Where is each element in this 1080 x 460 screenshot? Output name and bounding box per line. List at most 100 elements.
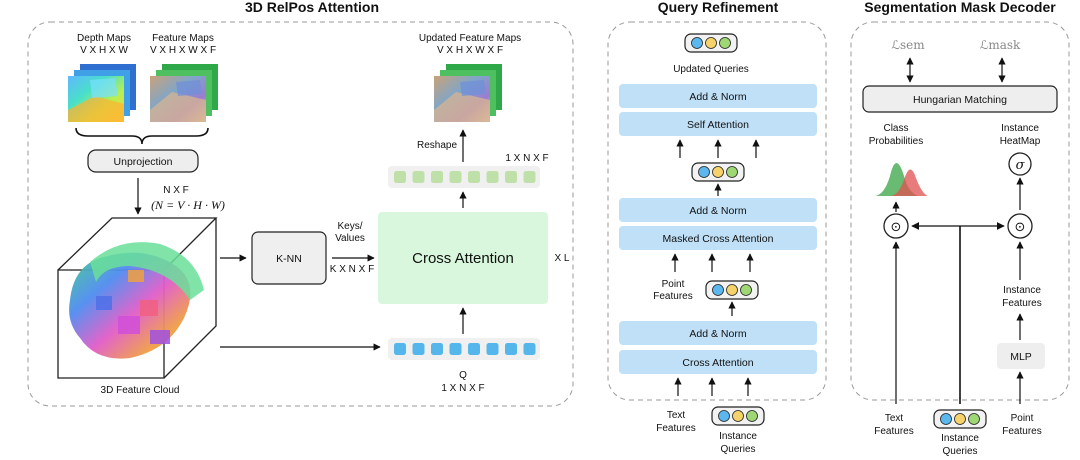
updated-queries-label: Updated Queries: [673, 64, 749, 75]
class-prob-label-2: Probabilities: [869, 136, 923, 147]
mlp-label: MLP: [1010, 351, 1032, 363]
updated-maps-dims: V X H X W X F: [437, 45, 503, 56]
feature-cloud-label: 3D Feature Cloud: [101, 385, 180, 396]
class-prob-label-1: Class: [883, 123, 908, 134]
point-features-label-2: Features: [653, 291, 692, 302]
updated-token: [449, 171, 462, 183]
sigma-node: [1008, 152, 1032, 176]
dot-right-symbol: ⊙: [1015, 220, 1026, 235]
updated-token: [412, 171, 425, 183]
onexnxf-bottom-label: 1 X N X F: [441, 383, 484, 394]
updated-token-strip: [388, 166, 540, 188]
mlp-block: [997, 343, 1045, 369]
depth-map-stack: [68, 64, 136, 122]
updated-token: [523, 171, 536, 183]
instance-heatmap-label-2: HeatMap: [1000, 136, 1041, 147]
point-queries-capsule: [705, 280, 759, 300]
point-features-d-label-1: Point: [1011, 413, 1034, 424]
l-sem-label: ℒsem: [891, 38, 925, 52]
query-token: [394, 343, 406, 355]
relpos-panel: [27, 21, 574, 407]
feature-maps-dims: V X H X W X F: [150, 45, 216, 56]
text-features-d-label-1: Text: [885, 413, 904, 424]
knn-label: K-NN: [276, 253, 302, 265]
updated-token: [486, 171, 499, 183]
updated-tokens: [394, 171, 536, 183]
updated-queries-capsule: [684, 33, 738, 53]
add-norm-1-block: [619, 84, 817, 108]
feature-map-stack: [150, 64, 218, 122]
dot-node-right: [1007, 213, 1033, 239]
point-features-d-label-2: Features: [1002, 426, 1041, 437]
dot-left-symbol: ⊙: [891, 220, 902, 235]
query-tokens: [394, 343, 536, 355]
add-norm-2-label: Add & Norm: [689, 205, 746, 217]
updated-token: [468, 171, 480, 183]
updated-maps-label: Updated Feature Maps: [419, 33, 521, 44]
instance-heatmap-label-1: Instance: [1001, 123, 1039, 134]
add-norm-2-block: [619, 198, 817, 222]
decoder-instance-queries-capsule: [933, 409, 987, 429]
add-norm-3-block: [619, 321, 817, 345]
updated-feature-map-stack: [434, 64, 502, 122]
unprojection-label: Unprojection: [114, 156, 173, 168]
dot-node-left: [883, 213, 909, 239]
query-title: Query Refinement: [658, 0, 779, 15]
knn-block: [251, 231, 327, 285]
query-token: [505, 343, 517, 355]
query-token: [449, 343, 462, 355]
query-token-strip: [388, 338, 540, 360]
reshape-label: Reshape: [417, 140, 457, 151]
text-features-d-label-2: Features: [874, 426, 913, 437]
depth-maps-label: Depth Maps: [77, 33, 131, 44]
add-norm-3-label: Add & Norm: [689, 328, 746, 340]
cross-attention-block: [378, 212, 548, 304]
cross-attention-q-block: [619, 350, 817, 374]
class-probabilities-plot: [874, 163, 928, 196]
onexnxf-top-label: 1 X N X F: [505, 153, 548, 164]
text-features-q-label-1: Text: [667, 410, 686, 421]
feature-maps-label: Feature Maps: [152, 33, 214, 44]
updated-token: [431, 171, 443, 183]
unprojection-block: [87, 149, 199, 173]
point-features-label-1: Point: [662, 279, 685, 290]
kxnxf-label: K X N X F: [330, 264, 374, 275]
mid-queries-capsule: [691, 162, 745, 182]
cross-attention-q-label: Cross Attention: [682, 357, 753, 369]
masked-cross-attention-block: [619, 226, 817, 250]
query-token: [486, 343, 499, 355]
add-norm-1-label: Add & Norm: [689, 91, 746, 103]
xl-label: X L: [554, 253, 569, 264]
nxf-label: N X F: [163, 185, 189, 196]
depth-maps-dims: V X H X W: [80, 45, 128, 56]
sigma-label: σ: [1016, 158, 1026, 173]
instance-queries-d-label-2: Queries: [942, 446, 977, 457]
n-formula: (N = V · H · W): [151, 198, 225, 212]
self-attention-label: Self Attention: [687, 119, 749, 131]
updated-token: [505, 171, 517, 183]
instance-features-label-2: Features: [1002, 298, 1041, 309]
l-mask-label: ℒmask: [980, 38, 1021, 52]
updated-token: [394, 171, 406, 183]
query-token: [412, 343, 425, 355]
decoder-title: Segmentation Mask Decoder: [864, 0, 1056, 15]
instance-queries-d-label-1: Instance: [941, 433, 979, 444]
instance-features-label-1: Instance: [1003, 285, 1041, 296]
instance-queries-q-label-2: Queries: [720, 444, 755, 455]
feature-cloud-cube: [57, 217, 218, 379]
hungarian-label: Hungarian Matching: [913, 94, 1007, 106]
text-features-q-label-2: Features: [656, 423, 695, 434]
cross-attention-label: Cross Attention: [412, 250, 514, 267]
masked-cross-attention-label: Masked Cross Attention: [663, 233, 774, 245]
keys-values-label-2: Values: [335, 233, 365, 244]
query-token: [523, 343, 536, 355]
q-label: Q: [459, 370, 467, 381]
instance-queries-capsule: [711, 406, 765, 426]
self-attention-block: [619, 112, 817, 136]
instance-queries-q-label-1: Instance: [719, 431, 757, 442]
relpos-title: 3D RelPos Attention: [245, 0, 379, 15]
query-token: [431, 343, 443, 355]
hungarian-block: [862, 85, 1058, 113]
